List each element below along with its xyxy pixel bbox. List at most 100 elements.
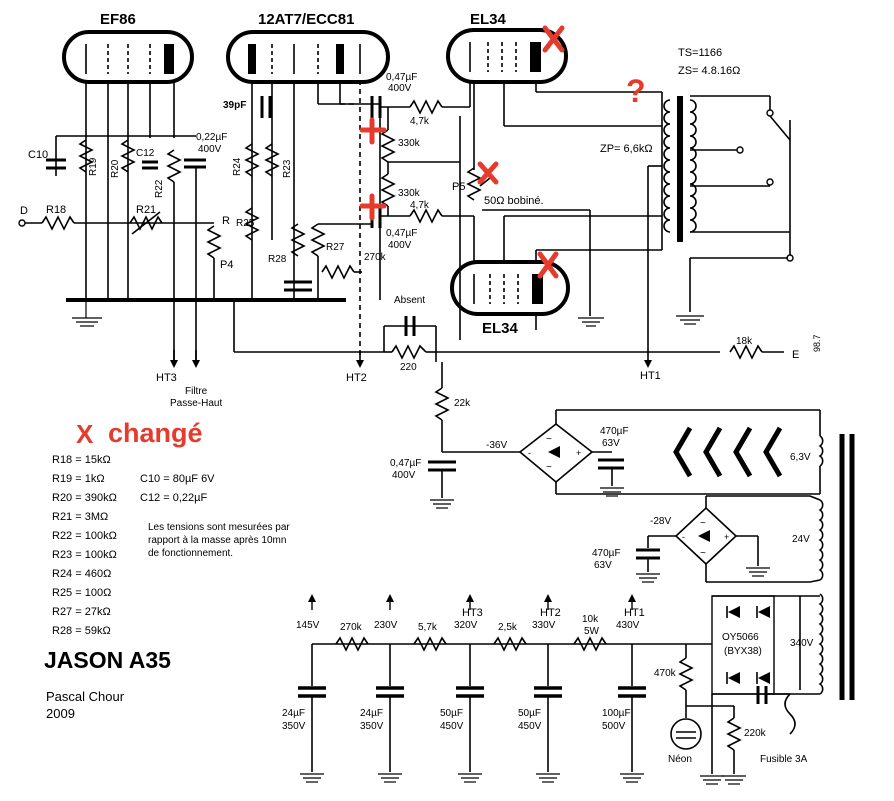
- label-r: R: [222, 215, 230, 227]
- label-p5-value: 50Ω bobiné.: [484, 195, 544, 207]
- svg-text:+: +: [576, 448, 581, 458]
- parts-list-item: R21 = 3MΩ: [52, 511, 108, 523]
- parts-list-item: R27 = 27kΩ: [52, 606, 111, 618]
- neon-lamp-icon: [670, 718, 702, 750]
- supply-resistor-label: 10k: [582, 614, 599, 625]
- label-r21: R21: [136, 204, 156, 216]
- label-r330a: 330k: [398, 138, 421, 149]
- parts-list-item: R18 = 15kΩ: [52, 454, 111, 466]
- label-v400c: 400V: [388, 240, 412, 251]
- label-r27: R27: [326, 242, 345, 253]
- label-cap047a: 0,47µF: [386, 72, 417, 83]
- label-r330b: 330k: [398, 188, 421, 199]
- label-c12: C12: [136, 148, 155, 159]
- filament-chain: [673, 426, 783, 478]
- parts-list-item: R24 = 460Ω: [52, 568, 111, 580]
- label-filter: Filtre: [185, 386, 208, 397]
- parts-list-item-cap: C10 = 80µF 6V: [140, 473, 215, 485]
- parts-list-item-cap: C12 = 0,22µF: [140, 492, 207, 504]
- tube-el34-top: [446, 28, 568, 84]
- supply-cap-voltage: 450V: [518, 721, 542, 732]
- label-fuse: Fusible 3A: [760, 754, 808, 765]
- label-r24: R24: [232, 157, 243, 176]
- tube-label-ecc81: 12AT7/ECC81: [258, 11, 354, 28]
- note-line-3: de fonctionnement.: [148, 548, 233, 559]
- supply-cap-value: 100µF: [602, 708, 631, 719]
- note-line-1: Les tensions sont mesurées par: [148, 522, 290, 533]
- label-diode-type: OY5066: [722, 632, 759, 643]
- label-r22k: 22k: [454, 398, 471, 409]
- label-e: E: [792, 349, 799, 361]
- label-p4: P4: [220, 259, 233, 271]
- svg-text:~: ~: [546, 462, 552, 473]
- measurement-note: Les tensions sont mesurées par rapport à…: [148, 522, 290, 559]
- svg-text:-: -: [528, 448, 531, 458]
- label-v400d: 400V: [392, 470, 416, 481]
- label-v340: 340V: [790, 638, 814, 649]
- label-r18k: 18k: [736, 336, 753, 347]
- supply-tap-name: HT2: [540, 607, 561, 619]
- label-ht1-top: HT1: [640, 370, 661, 382]
- supply-tap-name: HT3: [462, 607, 483, 619]
- tube-ecc81: [226, 30, 390, 84]
- label-r19: R19: [88, 157, 99, 176]
- red-x-el34-bottom: [537, 251, 559, 279]
- tube-label-el34-top: EL34: [470, 11, 507, 28]
- red-cross-lower: [359, 193, 387, 221]
- label-r220: 220: [400, 362, 417, 373]
- parts-list-item: R23 = 100kΩ: [52, 549, 117, 561]
- year: 2009: [46, 706, 75, 721]
- label-v400b: 400V: [388, 83, 412, 94]
- tube-label-ef86: EF86: [100, 11, 136, 28]
- supply-resistor-rating: 5W: [584, 626, 600, 637]
- label-d: D: [20, 205, 28, 217]
- red-x-p5: [477, 161, 499, 185]
- label-cap047b: 0,47µF: [386, 228, 417, 239]
- label-r470k: 470k: [654, 668, 677, 679]
- svg-text:~: ~: [546, 434, 552, 445]
- parts-list-item: R28 = 59kΩ: [52, 625, 111, 637]
- red-x-el34-top: [542, 25, 565, 53]
- parts-list-item: R25 = 100Ω: [52, 587, 111, 599]
- label-r25: R25: [236, 218, 255, 229]
- changed-mark: X: [76, 419, 94, 449]
- supply-cap-voltage: 450V: [440, 721, 464, 732]
- label-highpass: Passe-Haut: [170, 398, 222, 409]
- label-m28: -28V: [650, 516, 671, 527]
- author: Pascal Chour: [46, 689, 125, 704]
- label-r47ka: 4,7k: [410, 116, 430, 127]
- supply-cap-value: 24µF: [282, 708, 305, 719]
- supply-tap-voltage: 320V: [454, 620, 478, 631]
- label-absent: Absent: [394, 295, 425, 306]
- label-neon: Néon: [668, 754, 692, 765]
- supply-tap-voltage: 230V: [374, 620, 398, 631]
- label-v63b: 63V: [594, 560, 612, 571]
- changed-label: changé: [108, 418, 203, 448]
- supply-cap-value: 50µF: [440, 708, 463, 719]
- red-cross-upper: [359, 117, 387, 145]
- label-v63a: 63V: [602, 438, 620, 449]
- svg-text:+: +: [724, 532, 729, 542]
- supply-cap-voltage: 350V: [282, 721, 306, 732]
- supply-tap-voltage: 145V: [296, 620, 320, 631]
- supply-tap-voltage: 330V: [532, 620, 556, 631]
- label-r23: R23: [282, 159, 293, 178]
- supply-resistor-label: 2,5k: [498, 622, 518, 633]
- label-r270: 270k: [364, 252, 387, 263]
- supply-cap-value: 24µF: [360, 708, 383, 719]
- label-zp: ZP= 6,6kΩ: [600, 143, 653, 155]
- label-v24: 24V: [792, 534, 810, 545]
- label-v63ac: 6,3V: [790, 452, 811, 463]
- label-r22: R22: [154, 179, 165, 198]
- label-r220k: 220k: [744, 728, 767, 739]
- label-ht2-top: HT2: [346, 372, 367, 384]
- label-ht3-top: HT3: [156, 372, 177, 384]
- supply-tap-voltage: 430V: [616, 620, 640, 631]
- label-cap470a: 470µF: [600, 426, 629, 437]
- label-c39: 39pF: [223, 100, 246, 111]
- parts-list-item: R22 = 100kΩ: [52, 530, 117, 542]
- supply-resistor-label: 270k: [340, 622, 363, 633]
- label-ts: TS=1166: [678, 47, 722, 59]
- label-c10: C10: [28, 149, 48, 161]
